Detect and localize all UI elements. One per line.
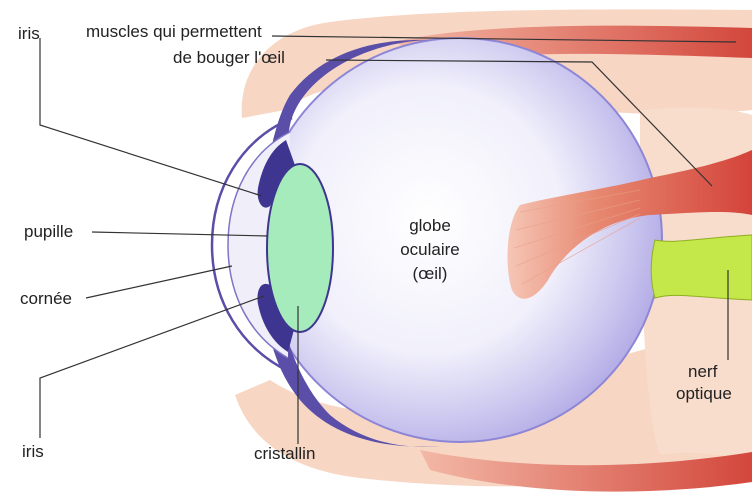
label-muscles-line2: de bouger l'œil	[173, 48, 285, 68]
label-cristallin: cristallin	[254, 444, 315, 464]
label-iris-top: iris	[18, 24, 40, 44]
label-globe-line2: oculaire	[380, 240, 480, 260]
label-globe-line3: (œil)	[380, 264, 480, 284]
label-nerf-line1: nerf	[688, 362, 717, 382]
label-pupille: pupille	[24, 222, 73, 242]
lens	[267, 164, 333, 332]
label-nerf-line2: optique	[676, 384, 732, 404]
optic-nerve	[651, 235, 752, 300]
label-cornee: cornée	[20, 289, 72, 309]
label-globe-line1: globe	[380, 216, 480, 236]
label-muscles-line1: muscles qui permettent	[86, 22, 262, 42]
label-iris-bottom: iris	[22, 442, 44, 462]
